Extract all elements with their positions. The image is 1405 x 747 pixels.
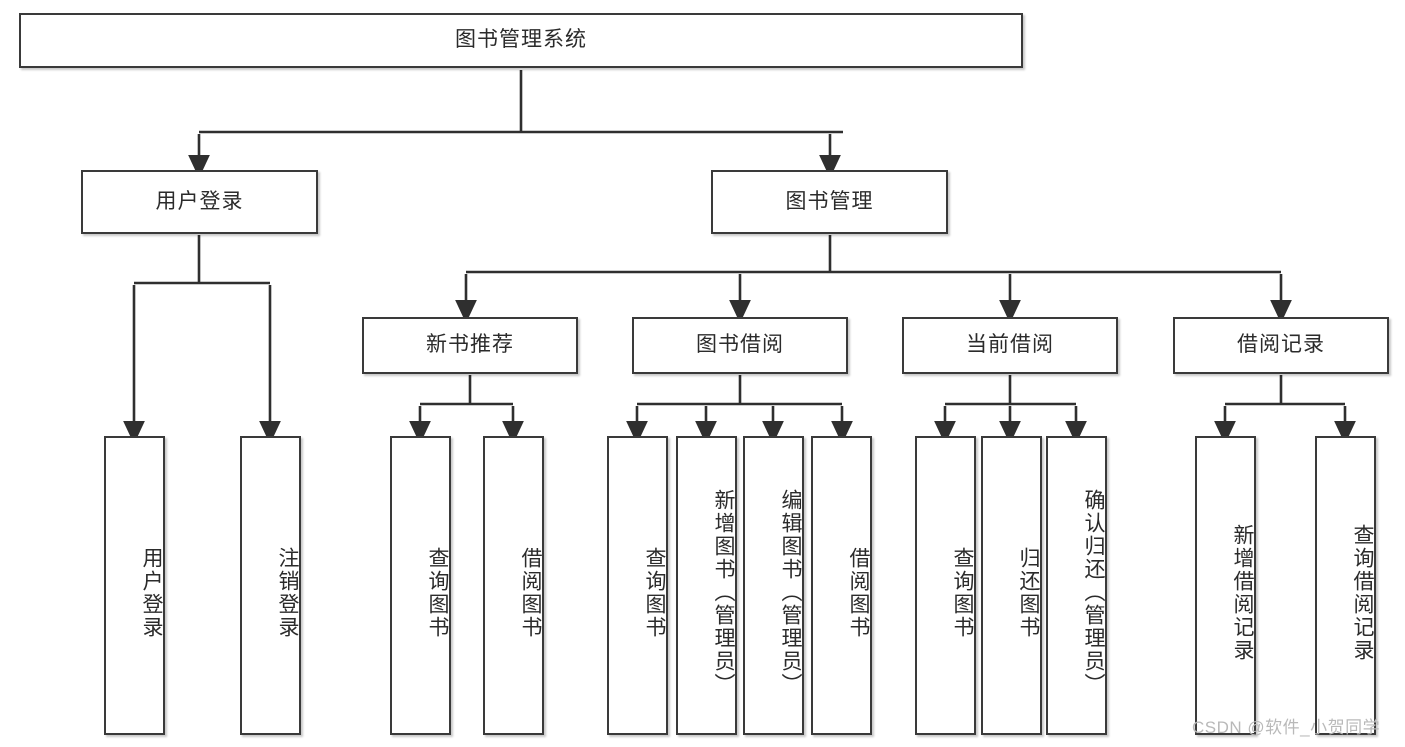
node-current-borrow-label: 当前借阅 [966,333,1054,357]
node-new-book-recommend[interactable]: 新书推荐 [362,317,578,374]
node-current-borrow[interactable]: 当前借阅 [902,317,1118,374]
node-leaf-query-book-1-label: 查询图书 [426,546,449,639]
node-leaf-user-login-label: 用户登录 [140,546,163,639]
node-leaf-query-book-3-label: 查询图书 [951,546,974,639]
node-book-borrow-label: 图书借阅 [696,333,784,357]
node-root-label: 图书管理系统 [455,28,587,52]
node-leaf-logout[interactable]: 注销登录 [240,436,301,735]
node-leaf-query-borrow-record[interactable]: 查询借阅记录 [1315,436,1376,735]
node-new-book-recommend-label: 新书推荐 [426,333,514,357]
node-leaf-add-book-admin-label: 新增图书（管理员） [712,489,735,696]
node-user-login-label: 用户登录 [155,189,244,213]
node-leaf-return-book-label: 归还图书 [1017,546,1040,639]
node-user-login[interactable]: 用户登录 [81,170,318,234]
node-leaf-query-book-2-label: 查询图书 [643,546,666,639]
node-leaf-borrow-book-1-label: 借阅图书 [519,546,542,639]
node-borrow-records-label: 借阅记录 [1237,333,1325,357]
node-leaf-confirm-return-admin-label: 确认归还（管理员） [1082,489,1105,696]
node-root[interactable]: 图书管理系统 [19,13,1023,68]
node-leaf-query-book-3[interactable]: 查询图书 [915,436,976,735]
node-leaf-return-book[interactable]: 归还图书 [981,436,1042,735]
node-leaf-add-book-admin[interactable]: 新增图书（管理员） [676,436,737,735]
node-leaf-query-borrow-record-label: 查询借阅记录 [1351,523,1374,662]
node-leaf-query-book-1[interactable]: 查询图书 [390,436,451,735]
node-leaf-add-borrow-record[interactable]: 新增借阅记录 [1195,436,1256,735]
node-leaf-logout-label: 注销登录 [276,546,299,639]
node-leaf-borrow-book-2[interactable]: 借阅图书 [811,436,872,735]
node-leaf-add-borrow-record-label: 新增借阅记录 [1231,523,1254,662]
node-leaf-confirm-return-admin[interactable]: 确认归还（管理员） [1046,436,1107,735]
node-leaf-user-login[interactable]: 用户登录 [104,436,165,735]
node-leaf-borrow-book-2-label: 借阅图书 [847,546,870,639]
node-leaf-query-book-2[interactable]: 查询图书 [607,436,668,735]
node-borrow-records[interactable]: 借阅记录 [1173,317,1389,374]
node-book-management-label: 图书管理 [785,189,874,213]
node-leaf-edit-book-admin[interactable]: 编辑图书（管理员） [743,436,804,735]
node-leaf-borrow-book-1[interactable]: 借阅图书 [483,436,544,735]
node-leaf-edit-book-admin-label: 编辑图书（管理员） [779,489,802,696]
csdn-watermark: CSDN @软件_小贺同学 [1192,718,1381,737]
node-book-management[interactable]: 图书管理 [711,170,948,234]
node-book-borrow[interactable]: 图书借阅 [632,317,848,374]
